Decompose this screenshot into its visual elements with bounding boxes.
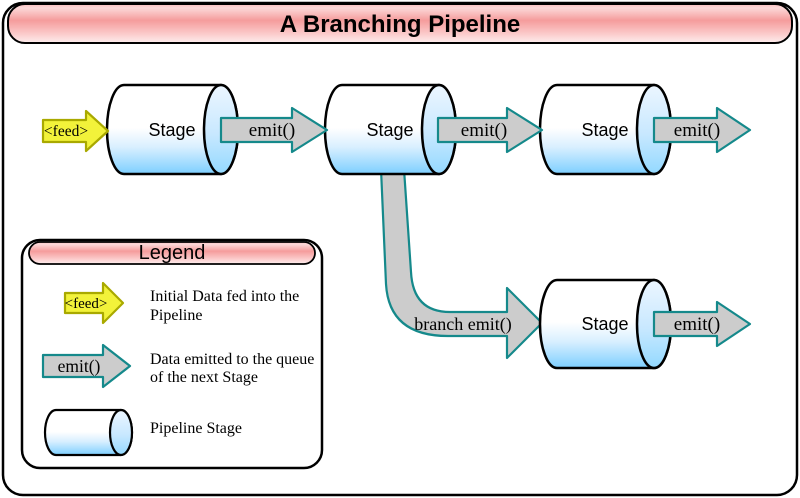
pipeline-stage-2: Stage	[323, 83, 458, 176]
branch-emit-arrow	[379, 167, 544, 360]
legend: Legend <feed> Initial Data fed into the …	[20, 238, 324, 470]
legend-item-emit: emit() Data emitted to the queue of the …	[41, 343, 314, 389]
emit-arrow-group-3: emit()	[652, 106, 752, 154]
legend-item-stage: Pipeline Stage	[43, 408, 242, 457]
emit-label: emit()	[674, 314, 720, 335]
feed-arrow-group: <feed>	[41, 109, 110, 153]
feed-arrow	[63, 281, 125, 325]
legend-item-text: of the next Stage	[150, 369, 258, 386]
stage-label: Stage	[148, 120, 195, 140]
legend-item-feed: <feed> Initial Data fed into the Pipelin…	[63, 281, 299, 325]
title-bar	[7, 3, 793, 44]
pipeline-stage-1: Stage	[105, 83, 240, 176]
emit-symbol-label: emit()	[58, 356, 101, 376]
stage-cylinder-cap	[108, 408, 134, 457]
feed-label: <feed>	[44, 123, 88, 140]
diagram-title: A Branching Pipeline	[280, 11, 520, 38]
stage-label: Stage	[581, 120, 628, 140]
emit-label: emit()	[249, 120, 295, 141]
emit-label: emit()	[461, 120, 507, 141]
emit-label: emit()	[674, 120, 720, 141]
feed-arrow	[41, 109, 110, 153]
emit-arrow	[652, 300, 752, 348]
emit-arrow-group-2: emit()	[436, 106, 544, 154]
stage-label: Stage	[366, 120, 413, 140]
stage-label: Stage	[581, 314, 628, 334]
emit-arrow-group-4: emit()	[652, 300, 752, 348]
branch-emit-label: branch emit()	[414, 314, 511, 335]
legend-item-text: Data emitted to the queue	[150, 351, 314, 368]
emit-arrow	[652, 106, 752, 154]
legend-title: Legend	[139, 242, 206, 264]
legend-item-text: Pipeline	[150, 307, 202, 324]
emit-arrow-group-1: emit()	[219, 106, 329, 154]
emit-arrow	[41, 343, 132, 389]
legend-item-text: Pipeline Stage	[150, 420, 242, 437]
pipeline-stage-4: Stage	[538, 278, 673, 370]
feed-symbol-label: <feed>	[65, 296, 108, 312]
emit-arrow	[219, 106, 329, 154]
emit-arrow	[436, 106, 544, 154]
branch-pipe-group: branch emit()	[379, 167, 544, 360]
pipeline-stage-3: Stage	[538, 83, 673, 176]
legend-title-bar	[28, 241, 316, 265]
legend-item-text: Initial Data fed into the	[150, 288, 299, 305]
